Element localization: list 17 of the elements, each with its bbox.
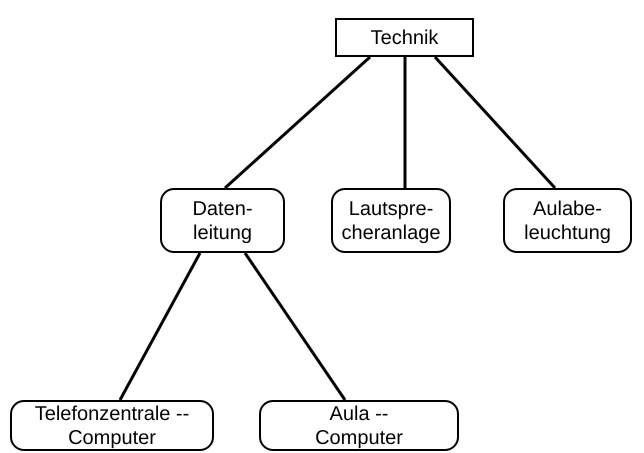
rounded-box [331, 188, 451, 253]
rounded-box [160, 188, 285, 253]
node-label: Aulabe- leuchtung [523, 196, 612, 244]
node-label: Daten- leitung [191, 196, 254, 244]
rounded-box [503, 188, 632, 253]
node-label: Telefonzentrale -- Computer [34, 402, 190, 450]
connector-line [404, 57, 406, 188]
node-label: Aula -- Computer [314, 402, 404, 450]
connector-line [434, 56, 556, 190]
connector-line [118, 252, 202, 401]
box [335, 18, 474, 57]
node-label: Lautspre- cheranlage [340, 196, 442, 244]
connector-line [244, 252, 346, 401]
connector-line [224, 56, 371, 190]
rounded-box [259, 400, 459, 451]
node-label: Technik [370, 26, 438, 50]
rounded-box [10, 400, 214, 451]
